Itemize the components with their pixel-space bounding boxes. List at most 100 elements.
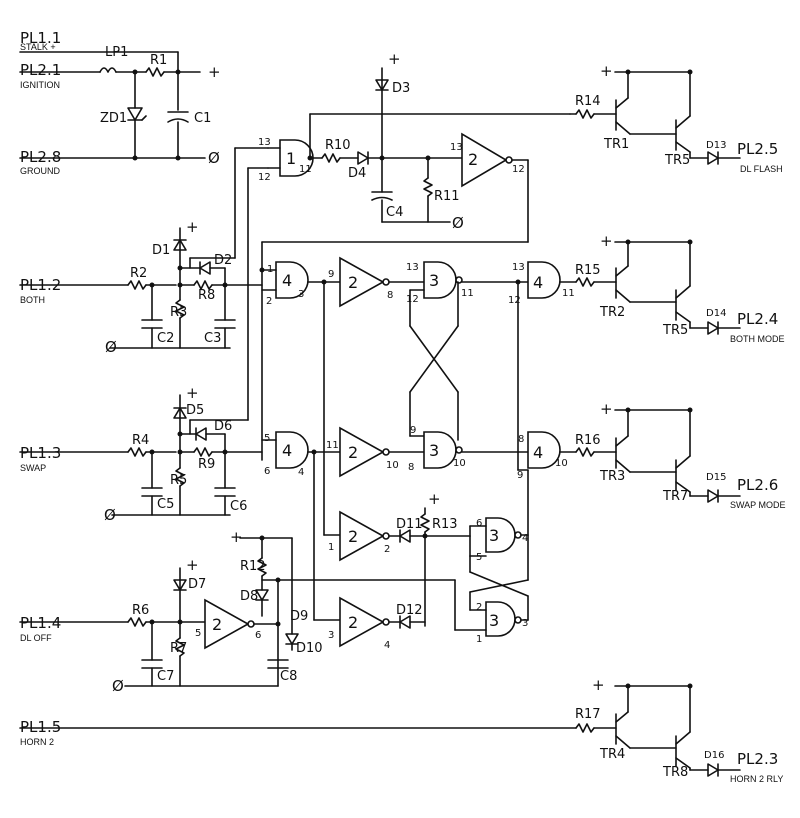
pl14-label: DL OFF <box>20 633 52 643</box>
d11-label: D11 <box>396 517 423 532</box>
pin-label: 10 <box>555 458 568 469</box>
r16-label: R16 <box>575 433 601 448</box>
lp1-label: LP1 <box>105 45 128 60</box>
pl15-label: HORN 2 <box>20 737 54 747</box>
pl14-name: PL1.4 <box>20 614 61 632</box>
plus-symbol: + <box>186 384 199 402</box>
plus-symbol: + <box>428 490 441 508</box>
ground-symbol: Ø <box>104 506 116 524</box>
pin-label: 12 <box>406 294 419 305</box>
gate-2d: 2 <box>348 527 358 546</box>
pin-label: 10 <box>453 458 466 469</box>
pin-label: 2 <box>384 544 390 555</box>
tr2-label: TR2 <box>599 305 625 320</box>
flash-timer-section: 1 13 12 11 R10 D4 + D3 C4 <box>234 50 571 461</box>
pin-label: 13 <box>512 262 525 273</box>
pin-label: 10 <box>386 460 399 471</box>
pin-label: 11 <box>326 440 339 451</box>
gate-2f: 2 <box>212 615 222 634</box>
c5-label: C5 <box>157 497 174 512</box>
pin-label: 12 <box>508 295 521 306</box>
pl13-label: SWAP <box>20 463 46 473</box>
pl26-label: SWAP MODE <box>730 500 786 510</box>
plus-symbol: + <box>600 62 613 80</box>
c8-label: C8 <box>280 669 297 684</box>
plus-symbol: + <box>230 528 243 546</box>
pl24-label: BOTH MODE <box>730 334 785 344</box>
r1-label: R1 <box>150 53 167 68</box>
pin-label: 1 <box>476 634 482 645</box>
tr8-label: TR8 <box>662 765 688 780</box>
d6-label: D6 <box>214 419 232 434</box>
pl21-name: PL2.1 <box>20 61 61 79</box>
plus-symbol: + <box>208 63 221 81</box>
r12-label: R12 <box>240 559 266 574</box>
r14-label: R14 <box>575 94 601 109</box>
r10-label: R10 <box>325 138 351 153</box>
zd1-label: ZD1 <box>100 111 127 126</box>
tr4-label: TR4 <box>599 747 625 762</box>
plus-symbol: + <box>186 218 199 236</box>
dloff-input-network: R6 C7 Ø + D7 R7 2 5 6 + R12 D8 <box>19 528 456 695</box>
pin-label: 6 <box>255 630 261 641</box>
pin-label: 5 <box>264 433 270 444</box>
r15-label: R15 <box>575 263 601 278</box>
r6-label: R6 <box>132 603 149 618</box>
pin-label: 13 <box>406 262 419 273</box>
tr1-label: TR1 <box>603 137 629 152</box>
pl11-label: STALK + <box>20 42 56 52</box>
r8-label: R8 <box>198 288 215 303</box>
c2-label: C2 <box>157 331 174 346</box>
pl28-name: PL2.8 <box>20 148 61 166</box>
gate-3a: 3 <box>429 271 439 290</box>
pl24-name: PL2.4 <box>737 310 778 328</box>
r13-label: R13 <box>432 517 458 532</box>
gate-4a: 4 <box>282 271 292 290</box>
d14-label: D14 <box>706 308 726 319</box>
pin-label: 8 <box>387 290 393 301</box>
pl25-label: DL FLASH <box>740 164 783 174</box>
plus-symbol: + <box>600 400 613 418</box>
gate-4d: 4 <box>533 443 543 462</box>
pin-label: 9 <box>328 269 334 280</box>
left-connectors: PL1.1 STALK + PL2.1 IGNITION PL2.8 GROUN… <box>20 29 61 747</box>
power-input-section: + Ø LP1 R1 ZD1 C1 <box>19 45 221 167</box>
pin-label: 3 <box>522 618 528 629</box>
r4-label: R4 <box>132 433 149 448</box>
swap-input-network: R4 C5 Ø + D5 D6 R9 R5 C6 <box>19 384 263 524</box>
pin-label: 11 <box>461 288 474 299</box>
pl25-name: PL2.5 <box>737 140 778 158</box>
pin-label: 11 <box>562 288 575 299</box>
tr5-label-b: TR5 <box>662 323 688 338</box>
c7-label: C7 <box>157 669 174 684</box>
c6-label: C6 <box>230 499 247 514</box>
pin-label: 4 <box>298 467 304 478</box>
r5-label: R5 <box>170 473 187 488</box>
pin-label: 13 <box>258 137 271 148</box>
ground-symbol: Ø <box>105 338 117 356</box>
d13-label: D13 <box>706 140 726 151</box>
pin-label: 3 <box>298 289 304 300</box>
r2-label: R2 <box>130 266 147 281</box>
r3-label: R3 <box>170 305 187 320</box>
gate-3c: 3 <box>489 526 499 545</box>
d15-label: D15 <box>706 472 726 483</box>
plus-symbol: + <box>186 556 199 574</box>
pl13-name: PL1.3 <box>20 444 61 462</box>
gate-4b: 4 <box>533 273 543 292</box>
pin-label: 12 <box>512 164 525 175</box>
gate-2b: 2 <box>348 273 358 292</box>
pl23-name: PL2.3 <box>737 750 778 768</box>
pl21-label: IGNITION <box>20 80 60 90</box>
pl11-name: PL1.1 <box>20 29 61 47</box>
d3-label: D3 <box>392 81 410 96</box>
ground-symbol: Ø <box>452 214 464 232</box>
r17-label: R17 <box>575 707 601 722</box>
d12-label: D12 <box>396 603 423 618</box>
pin-label: 8 <box>408 462 414 473</box>
pin-label: 6 <box>264 466 270 477</box>
tr3-label: TR3 <box>599 469 625 484</box>
plus-symbol: + <box>600 232 613 250</box>
